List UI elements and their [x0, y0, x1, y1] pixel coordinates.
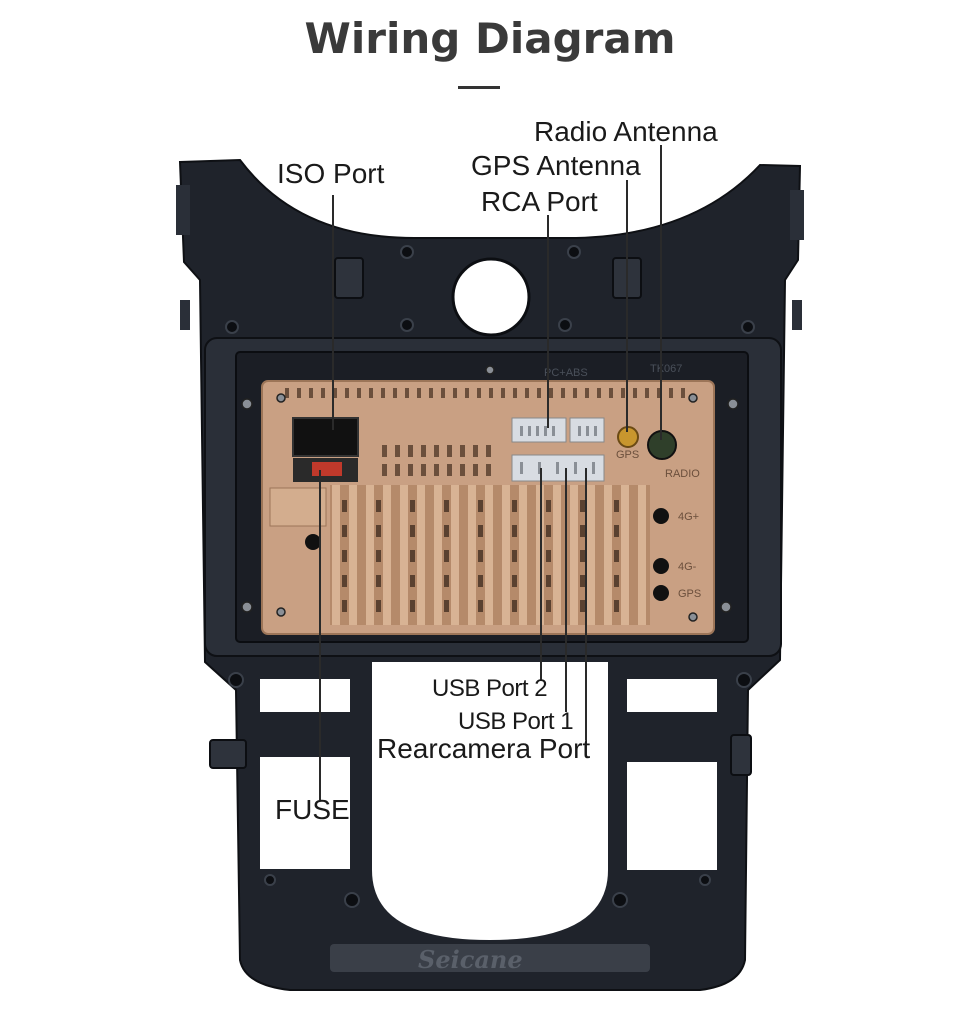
- frame-center-opening: [372, 662, 608, 940]
- radio-marking: RADIO: [665, 468, 700, 480]
- material-marking: PC+ABS: [544, 367, 588, 379]
- leader-lines: [319, 145, 662, 800]
- frame-side-ribs: [176, 185, 804, 330]
- fuse: [312, 462, 342, 476]
- left-bracket: [269, 487, 327, 527]
- frame-round-hole: [451, 257, 531, 337]
- chassis-mid-vents: [382, 445, 491, 476]
- label-rca-port: RCA Port: [481, 186, 598, 217]
- frame-clips: [209, 257, 752, 776]
- label-usb-port-1: USB Port 1: [458, 708, 574, 735]
- port-4g-minus-hole: [653, 558, 669, 574]
- port-4g-minus-marking: 4G-: [678, 561, 697, 573]
- label-rearcamera-port: Rearcamera Port: [377, 733, 591, 764]
- bottom-trim-strip: [330, 944, 650, 972]
- frame-screw-holes: [219, 245, 763, 361]
- heatsink-slots: [342, 500, 619, 612]
- port-gps-lower-hole: [653, 585, 669, 601]
- gps-marking: GPS: [616, 449, 639, 461]
- left-port-hole: [305, 534, 321, 550]
- port-4g-plus-marking: 4G+: [678, 511, 699, 523]
- connector-pins: [520, 426, 597, 474]
- heatsink-fins: [332, 485, 646, 625]
- label-gps-antenna: GPS Antenna: [471, 150, 641, 181]
- frame-cutout-left-top: [260, 679, 350, 712]
- label-iso-port: ISO Port: [277, 158, 385, 189]
- frame-cutout-left-bottom: [260, 757, 350, 869]
- label-fuse: FUSE: [275, 794, 350, 825]
- plate-screws: [241, 365, 739, 622]
- brand-watermark: Seicane: [418, 945, 523, 974]
- chassis-top-vents: [285, 388, 685, 398]
- frame-cutout-right-bottom: [627, 762, 717, 870]
- label-radio-antenna: Radio Antenna: [534, 116, 718, 147]
- port-gps-lower-marking: GPS: [678, 588, 701, 600]
- frame-cutout-right-top: [627, 679, 717, 712]
- label-usb-port-2: USB Port 2: [432, 675, 548, 702]
- iso-port-connector: [292, 417, 359, 457]
- port-4g-plus-hole: [653, 508, 669, 524]
- rca-connector-top-right: [569, 417, 605, 443]
- model-marking: TK067: [650, 363, 682, 375]
- lower-frame-screws: [228, 672, 752, 908]
- title-underline: [458, 86, 500, 89]
- diagram-title: Wiring Diagram: [304, 14, 676, 63]
